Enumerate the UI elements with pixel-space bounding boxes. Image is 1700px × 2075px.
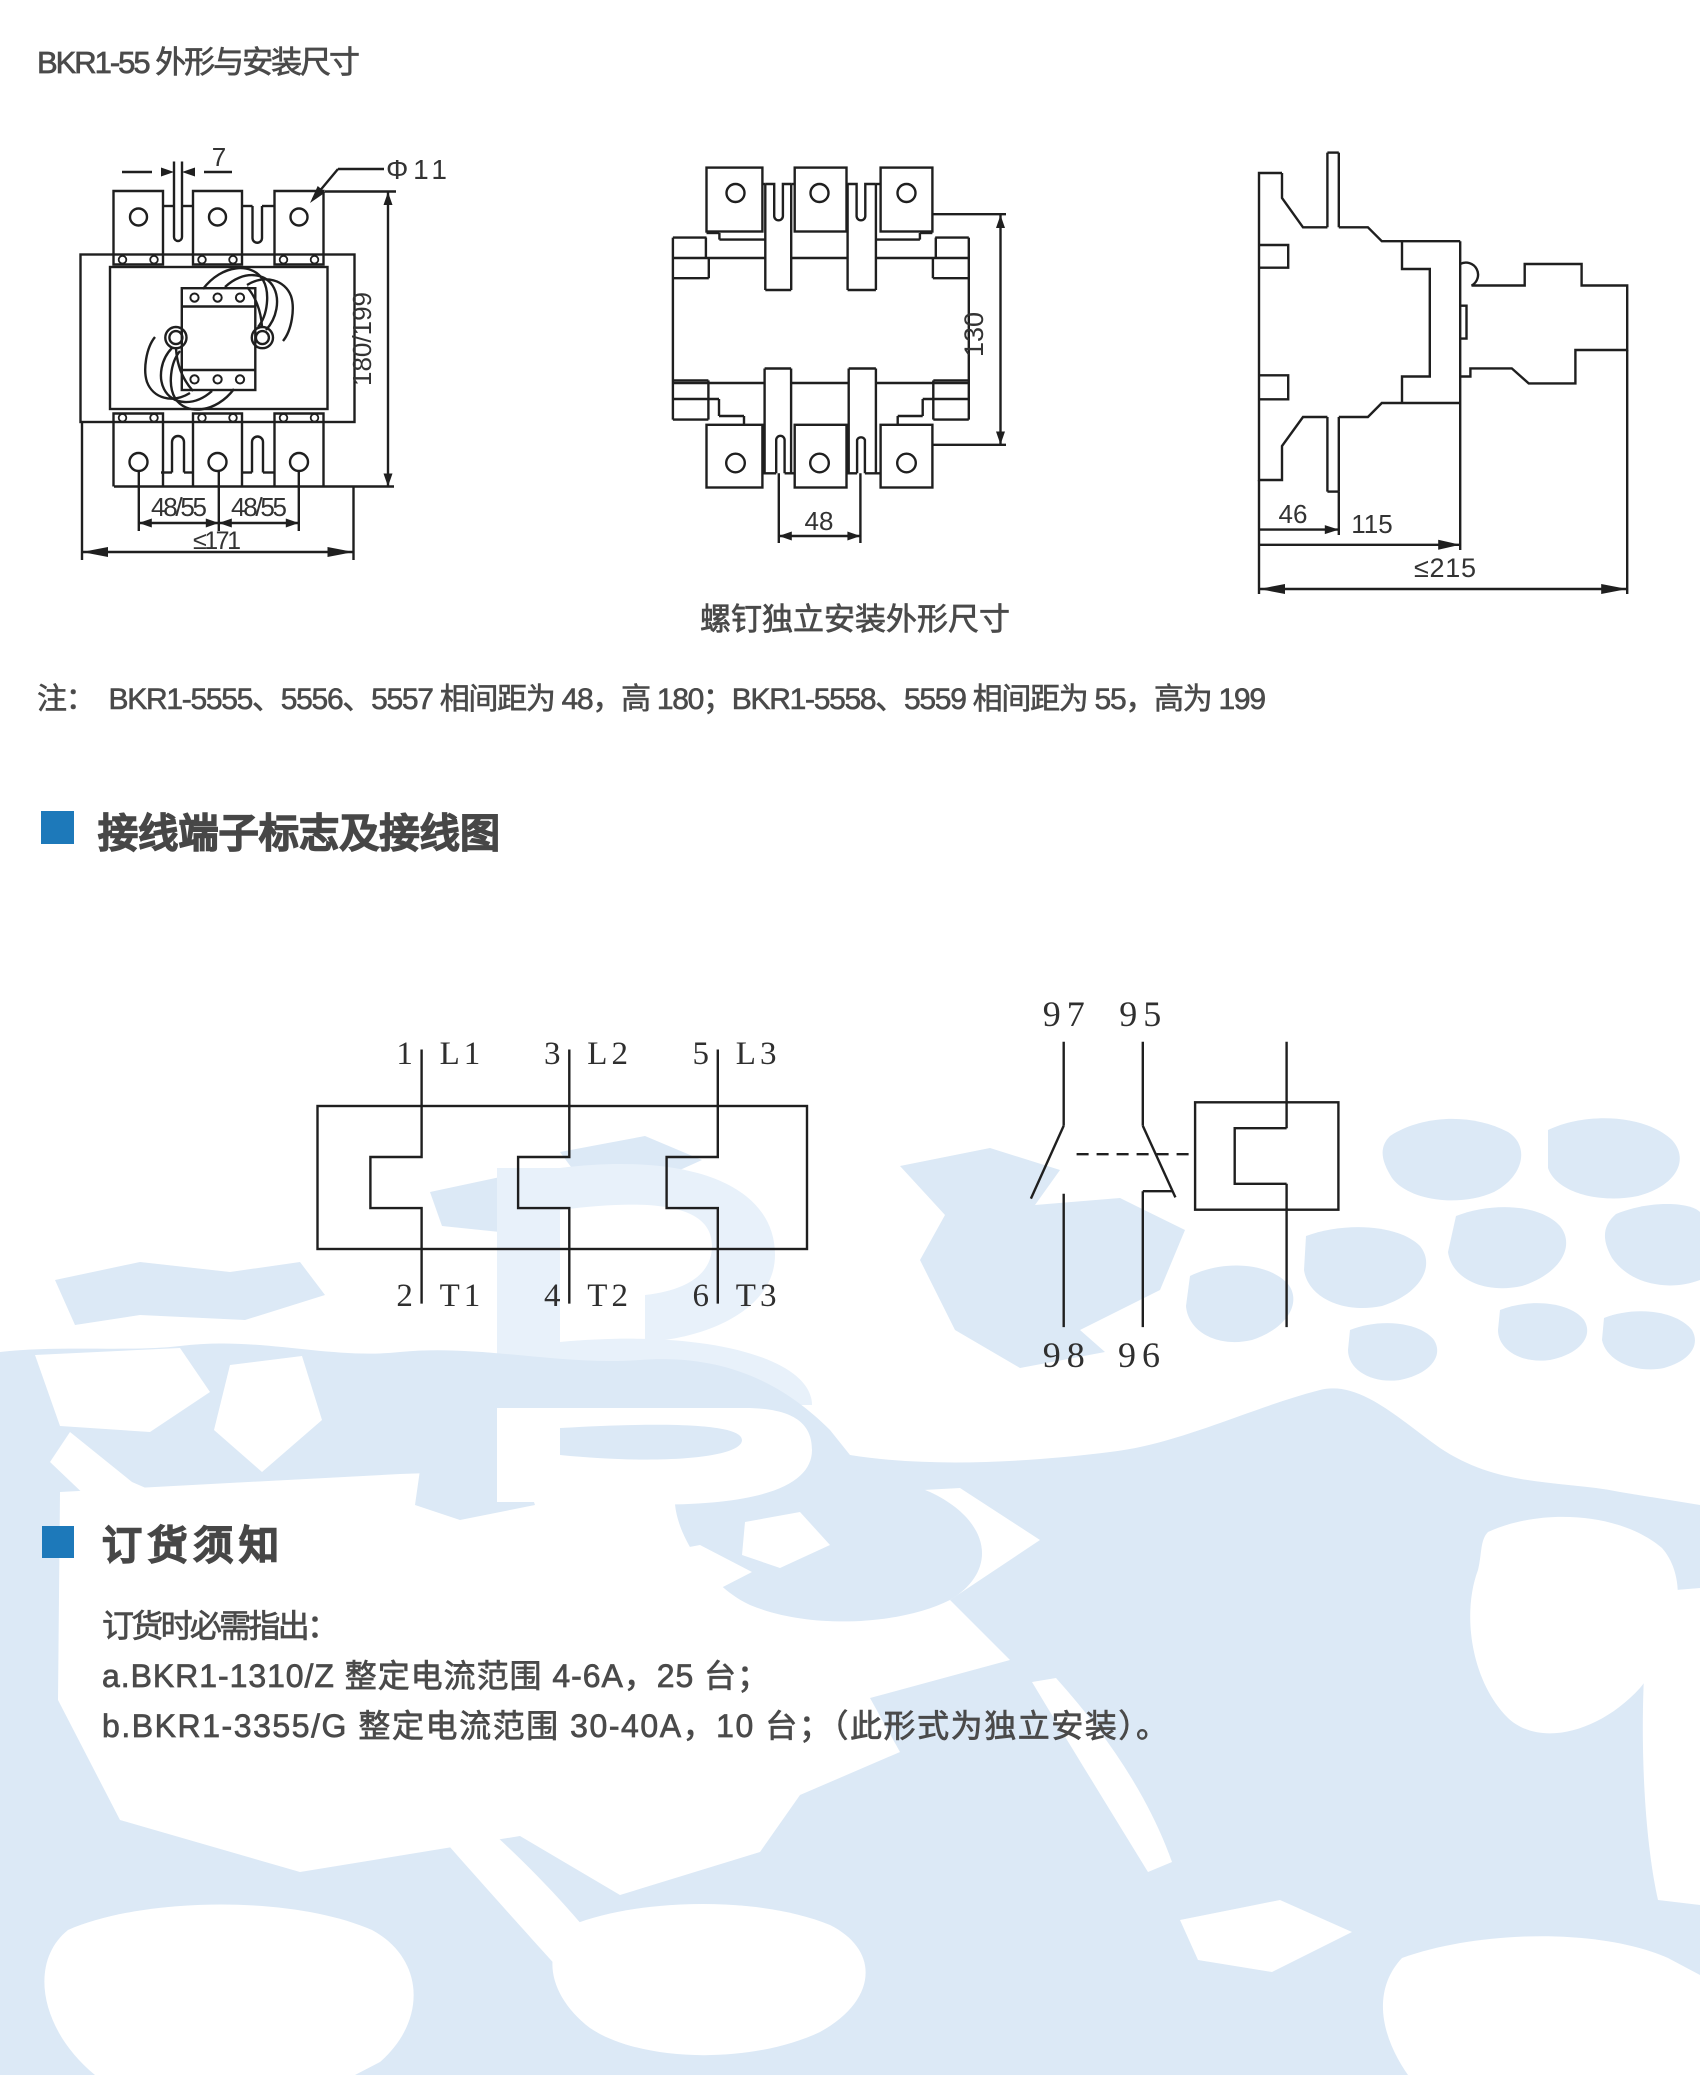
- svg-text:5: 5: [693, 1036, 710, 1072]
- svg-text:46: 46: [1279, 499, 1308, 529]
- svg-text:180/199: 180/199: [347, 292, 377, 386]
- svg-text:≤171: ≤171: [193, 527, 241, 555]
- svg-text:≤215: ≤215: [1414, 553, 1476, 583]
- svg-text:7: 7: [212, 142, 226, 172]
- svg-text:1: 1: [396, 1036, 413, 1072]
- svg-text:115: 115: [1351, 509, 1392, 539]
- svg-text:130: 130: [959, 312, 989, 357]
- svg-text:L2: L2: [587, 1036, 632, 1072]
- svg-text:4: 4: [544, 1278, 561, 1314]
- svg-text:3: 3: [544, 1036, 561, 1072]
- svg-text:螺钉独立安装外形尺寸: 螺钉独立安装外形尺寸: [700, 602, 1010, 637]
- svg-text:98: 98: [1043, 1335, 1091, 1375]
- svg-text:6: 6: [693, 1278, 710, 1314]
- svg-text:注： BKR1-5555、5556、5557 相间距为 4: 注： BKR1-5555、5556、5557 相间距为 48，高 180；BKR…: [37, 683, 1266, 716]
- svg-text:T2: T2: [587, 1278, 632, 1314]
- svg-text:97: 97: [1043, 994, 1091, 1034]
- svg-text:2: 2: [396, 1278, 413, 1314]
- svg-text:T1: T1: [440, 1278, 485, 1314]
- svg-text:b.BKR1-3355/G 整定电流范围 30-40A，10: b.BKR1-3355/G 整定电流范围 30-40A，10 台；（此形式为独立…: [102, 1708, 1168, 1744]
- svg-text:L3: L3: [736, 1036, 781, 1072]
- svg-text:订货时必需指出：: 订货时必需指出：: [102, 1608, 339, 1644]
- svg-text:L1: L1: [440, 1036, 485, 1072]
- svg-text:Φ11: Φ11: [386, 154, 447, 185]
- svg-text:95: 95: [1119, 994, 1167, 1034]
- svg-text:96: 96: [1118, 1335, 1166, 1375]
- svg-text:T3: T3: [736, 1278, 781, 1314]
- svg-text:48/55: 48/55: [231, 492, 287, 522]
- svg-text:BKR1-55 外形与安装尺寸: BKR1-55 外形与安装尺寸: [37, 45, 360, 80]
- svg-text:48/55: 48/55: [151, 492, 207, 522]
- svg-text:接线端子标志及接线图: 接线端子标志及接线图: [98, 812, 500, 856]
- svg-text:a.BKR1-1310/Z 整定电流范围 4-6A，25 台: a.BKR1-1310/Z 整定电流范围 4-6A，25 台；: [102, 1658, 769, 1694]
- svg-text:48: 48: [805, 506, 834, 536]
